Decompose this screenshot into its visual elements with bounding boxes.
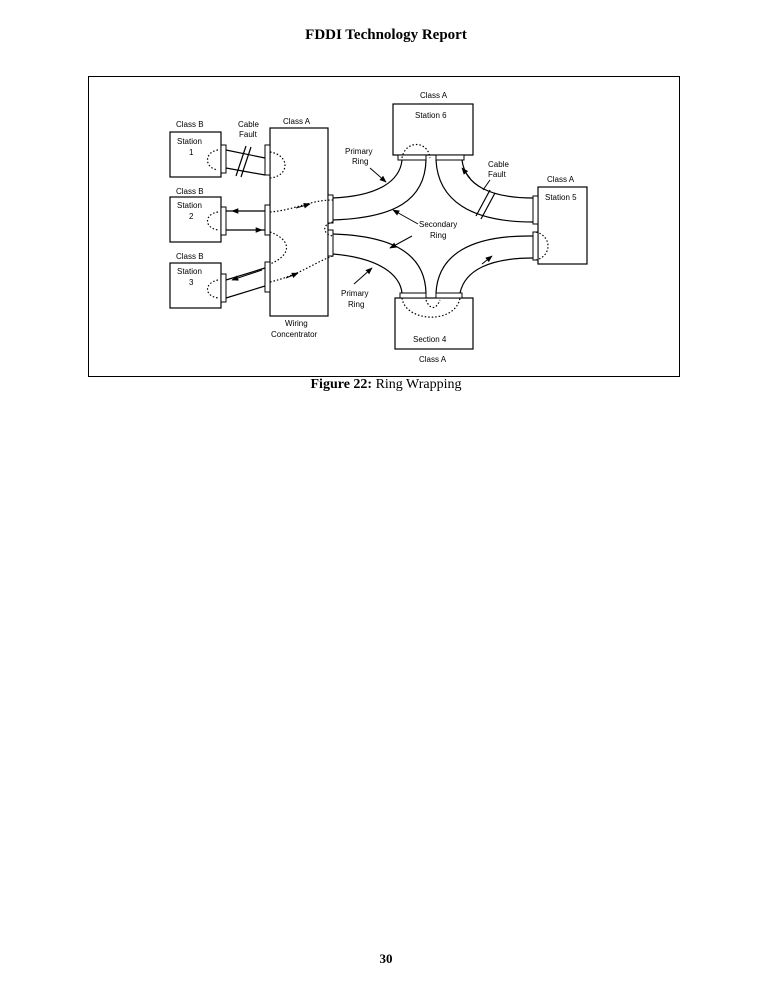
label-class-a-concentrator: Class A — [283, 117, 311, 126]
secondary-ring-pointer-upper — [392, 209, 419, 225]
wrap-loop-section-4-inner — [425, 299, 441, 309]
label-station-6: Station 6 — [415, 111, 447, 120]
label-class-b-1: Class B — [176, 120, 204, 129]
wrap-loop-station-1 — [206, 149, 219, 171]
ring-curve-upper-left-inner — [332, 159, 427, 221]
station-1-port — [220, 144, 227, 174]
flow-arrow-upper-right — [461, 167, 471, 179]
label-station-2-line2: 2 — [189, 212, 194, 221]
station-1-cable-bottom — [225, 167, 266, 176]
label-class-a-section4: Class A — [419, 355, 447, 364]
ring-curve-upper-left-outer — [332, 159, 403, 199]
wrap-loop-station-3 — [206, 279, 219, 299]
station-3-box — [169, 262, 222, 309]
station-3-cable-bottom — [225, 285, 266, 299]
flow-arrow-lower-right — [481, 255, 493, 265]
label-cable-fault-2-line2: Fault — [488, 170, 507, 179]
wrap-loop-section-4 — [401, 297, 461, 318]
label-wiring-line2: Concentrator — [271, 330, 318, 339]
station-5-port-top — [532, 195, 539, 225]
station-6-box — [392, 103, 474, 156]
wiring-concentrator-box — [269, 127, 329, 317]
label-section-4: Section 4 — [413, 335, 447, 344]
label-primary-ring-bottom-line2: Ring — [348, 300, 364, 309]
label-cable-fault-1-line1: Cable — [238, 120, 259, 129]
ring-curve-lower-right-outer — [459, 257, 534, 294]
wrap-loop-concentrator-right — [324, 221, 334, 237]
concentrator-port-1 — [264, 144, 271, 176]
ring-curve-upper-right-inner — [435, 159, 534, 223]
label-station-5: Station 5 — [545, 193, 577, 202]
label-station-1-line2: 1 — [189, 148, 194, 157]
label-class-b-2: Class B — [176, 187, 204, 196]
figure-frame — [88, 76, 680, 377]
station-2-port — [220, 206, 227, 236]
figure-caption-text: Ring Wrapping — [375, 377, 462, 392]
flow-arrow-concentrator-in — [285, 272, 299, 279]
primary-ring-top-pointer — [369, 167, 387, 183]
flow-arrow-concentrator-out — [295, 203, 311, 209]
concentrator-port-right-1 — [327, 194, 334, 224]
label-station-3-line1: Station — [177, 267, 202, 276]
section-4-port-right — [435, 292, 463, 299]
station-1-cable-top — [225, 149, 266, 159]
cable-fault-mark-2b — [480, 192, 496, 220]
flow-arrow-station-3 — [231, 269, 263, 281]
cable-fault-2-pointer — [482, 179, 491, 191]
station-6-port-left — [397, 154, 427, 161]
label-class-a-station5: Class A — [547, 175, 575, 184]
label-cable-fault-2-line1: Cable — [488, 160, 509, 169]
station-2-box — [169, 196, 222, 243]
label-cable-fault-1-line2: Fault — [239, 130, 258, 139]
concentrator-port-right-2 — [327, 229, 334, 257]
dotted-path-concentrator-station3 — [269, 255, 334, 283]
figure-caption-label: Figure 22: — [310, 377, 373, 392]
label-secondary-ring-line2: Ring — [430, 231, 446, 240]
concentrator-port-2 — [264, 204, 271, 236]
wrap-loop-station-2 — [206, 211, 219, 231]
ring-curve-lower-left-inner — [332, 233, 427, 294]
station-3-cable-top — [225, 267, 266, 281]
label-station-2-line1: Station — [177, 201, 202, 210]
ring-curve-lower-left-outer — [332, 253, 403, 294]
concentrator-port-3 — [264, 261, 271, 293]
secondary-ring-pointer-lower — [389, 235, 413, 249]
label-primary-ring-top-line2: Ring — [352, 157, 368, 166]
wrap-loop-station-5 — [535, 231, 549, 261]
ring-wrapping-diagram: Class B Station 1 Cable Fault Class A Cl… — [169, 91, 588, 364]
label-station-3-line2: 3 — [189, 278, 194, 287]
label-primary-ring-bottom-line1: Primary — [341, 289, 369, 298]
cable-fault-mark-2a — [475, 189, 491, 217]
label-wiring-line1: Wiring — [285, 319, 308, 328]
label-class-a-station6: Class A — [420, 91, 448, 100]
cable-fault-mark-1a — [235, 145, 247, 177]
station-5-box — [537, 186, 588, 265]
station-5-port-bottom — [532, 231, 539, 261]
page-number: 30 — [379, 951, 393, 966]
ring-curve-lower-right-inner — [435, 235, 534, 294]
station-3-port — [220, 273, 227, 303]
section-4-box — [394, 297, 474, 350]
station-6-port-right — [435, 154, 465, 161]
dotted-path-concentrator-station2 — [269, 199, 334, 213]
label-class-b-3: Class B — [176, 252, 204, 261]
label-primary-ring-top-line1: Primary — [345, 147, 373, 156]
cable-fault-mark-1b — [240, 146, 252, 178]
label-secondary-ring-line1: Secondary — [419, 220, 457, 229]
label-station-1-line1: Station — [177, 137, 202, 146]
page-header: FDDI Technology Report — [305, 27, 467, 43]
ring-curve-upper-right-outer — [461, 159, 534, 199]
section-4-port-left — [399, 292, 427, 299]
figure-caption: Figure 22: Ring Wrapping — [0, 377, 772, 393]
wrap-loop-station-6 — [401, 143, 431, 159]
wrap-loop-concentrator-1 — [269, 151, 286, 179]
station-1-box — [169, 131, 222, 178]
wrap-loop-concentrator-2-3 — [269, 231, 288, 265]
primary-ring-bottom-pointer — [353, 267, 373, 285]
